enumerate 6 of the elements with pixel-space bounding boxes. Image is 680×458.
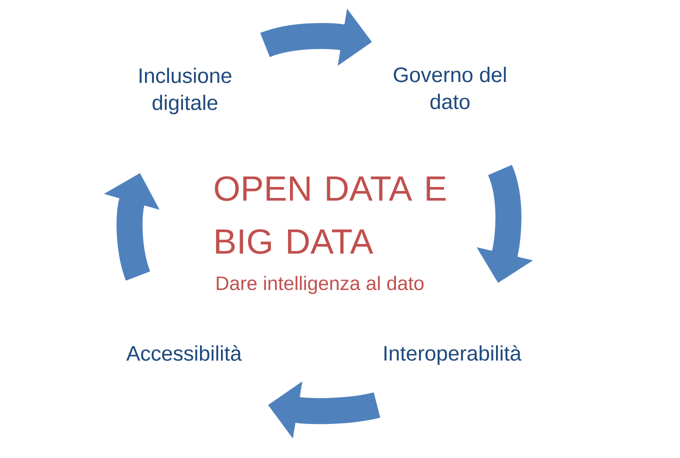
step-label: Interoperabilità (384, 345, 522, 365)
subtitle: Dare intelligenza al dato (216, 276, 424, 294)
step-label: Accessibilità (126, 345, 242, 361)
title: OPEN DATA E BIG DATA (214, 176, 446, 254)
step-label: Inclusione digitale (140, 68, 232, 114)
step-label: Governo del dato (394, 66, 506, 110)
